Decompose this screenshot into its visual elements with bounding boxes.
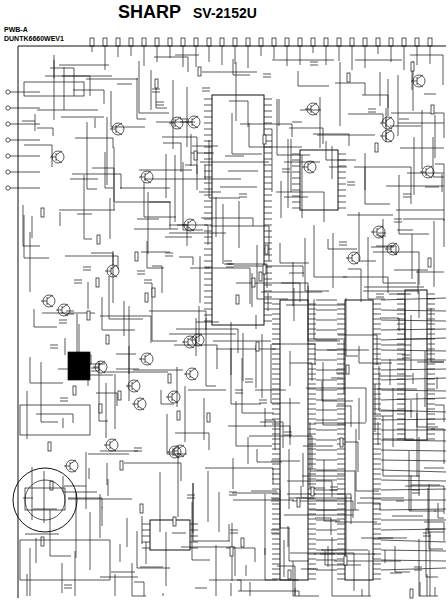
label-text: DUNTK6660WEV1 bbox=[3, 35, 65, 42]
model-number: SV-2152U bbox=[192, 6, 258, 20]
label-text: PWB-A bbox=[3, 26, 29, 33]
label-text: SHARP bbox=[117, 2, 182, 22]
wiring bbox=[6, 38, 446, 598]
brand-name: SHARP bbox=[117, 3, 182, 21]
label-text: SV-2152U bbox=[192, 5, 258, 21]
board-code: DUNTK6660WEV1 bbox=[3, 35, 65, 42]
board-name: PWB-A bbox=[3, 26, 29, 33]
